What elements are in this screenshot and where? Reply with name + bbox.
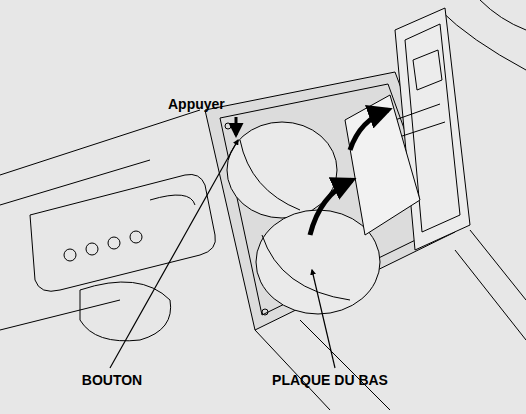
part-label: BOUTON xyxy=(82,373,142,388)
part-label: Appuyer xyxy=(168,97,225,112)
press-arrow xyxy=(235,117,238,135)
part-label: PLAQUE DU BAS xyxy=(272,373,388,388)
leader-line xyxy=(110,140,238,368)
motion-arrow xyxy=(310,110,388,235)
leader-line xyxy=(312,270,335,368)
